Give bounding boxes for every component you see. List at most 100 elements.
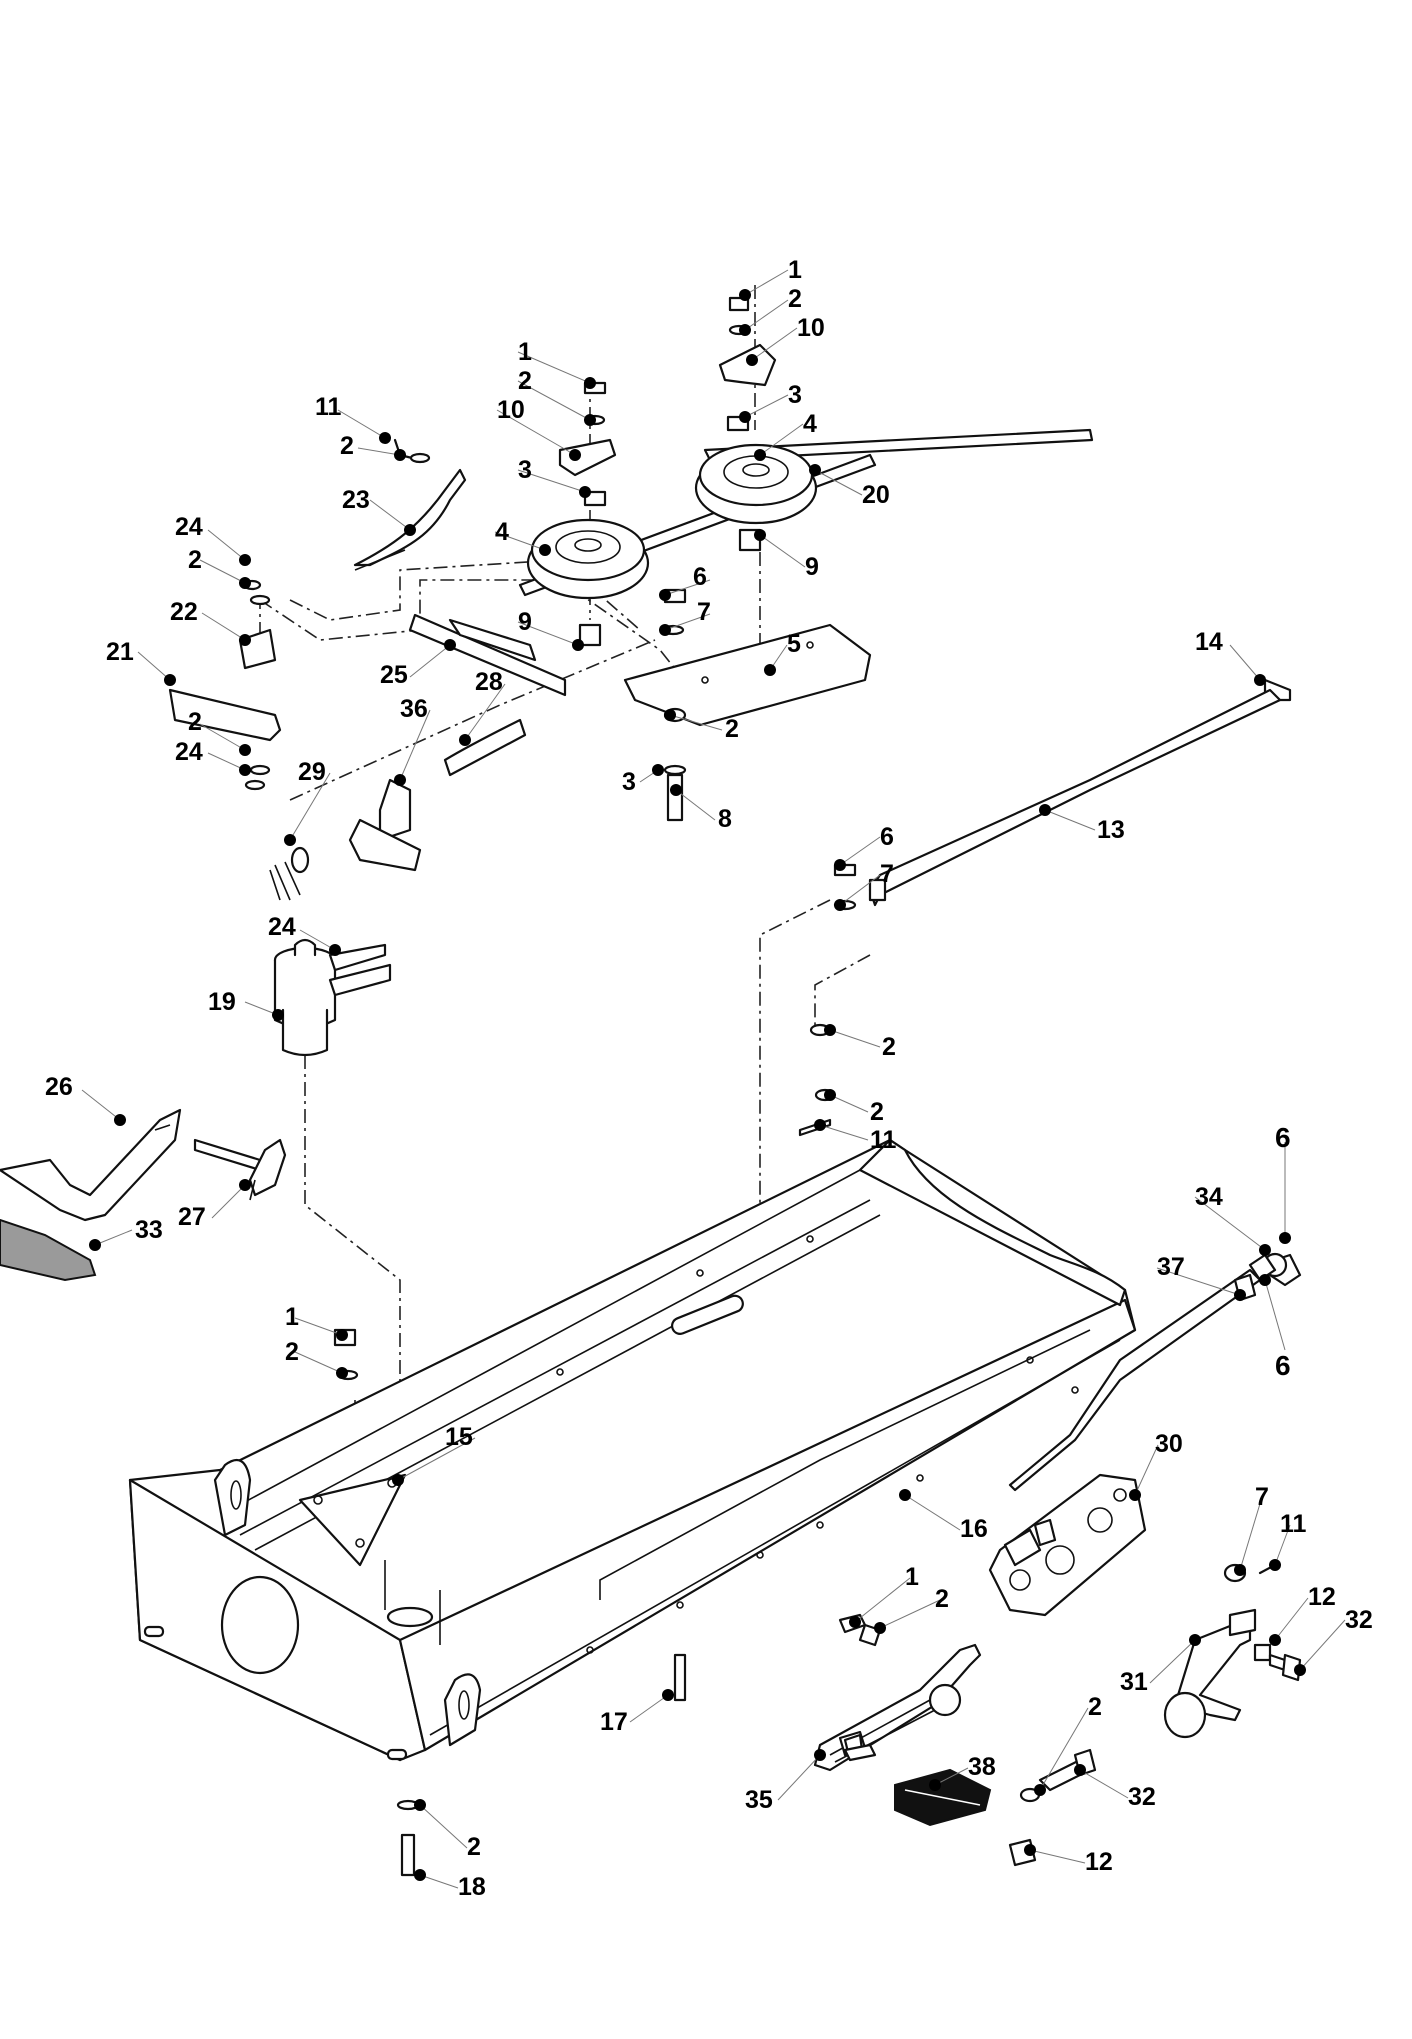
callout-2: 2 <box>285 1338 299 1366</box>
callout-10: 10 <box>497 396 525 424</box>
callout-32: 32 <box>1345 1606 1373 1634</box>
callout-dot <box>659 589 671 601</box>
callout-11: 11 <box>315 393 342 421</box>
callout-30: 30 <box>1155 1430 1183 1458</box>
callout-2: 2 <box>725 715 739 743</box>
callout-dot <box>404 524 416 536</box>
callout-dot <box>814 1119 826 1131</box>
leader-line <box>201 612 246 641</box>
callout-2: 2 <box>882 1033 896 1061</box>
callout-dot <box>336 1367 348 1379</box>
leader-line <box>751 327 798 361</box>
leader-line <box>199 559 246 584</box>
callout-6: 6 <box>1275 1122 1291 1153</box>
callout-2: 2 <box>518 367 532 395</box>
callout-dot <box>1024 1844 1036 1856</box>
callout-9: 9 <box>805 553 819 581</box>
leader-line <box>1229 644 1261 681</box>
callout-dot <box>164 674 176 686</box>
callout-11: 11 <box>870 1126 897 1154</box>
callout-dot <box>89 1239 101 1251</box>
callout-dot <box>1259 1274 1271 1286</box>
callout-6: 6 <box>693 563 707 591</box>
leader-line <box>409 644 451 678</box>
chassis-frame <box>128 1138 1137 1762</box>
leader-line <box>854 1577 911 1623</box>
callout-dot <box>1254 674 1266 686</box>
leader-line <box>1239 1496 1263 1571</box>
leader-line <box>1194 1196 1266 1251</box>
leader-line <box>759 423 804 456</box>
leader-line <box>299 929 336 951</box>
leader-line <box>744 299 789 331</box>
leader-line <box>1029 1849 1086 1864</box>
leader-line <box>777 1754 821 1801</box>
leader-line <box>1149 1639 1196 1684</box>
lower-hardware <box>298 1328 687 1877</box>
callout-13: 13 <box>1097 816 1125 844</box>
leader-line <box>207 529 246 561</box>
callout-6: 6 <box>1275 1350 1291 1381</box>
leader-line <box>829 1094 869 1113</box>
leader-line <box>419 1804 468 1849</box>
leader-line <box>464 683 506 741</box>
leader-line <box>517 380 591 421</box>
callout-dot <box>239 1179 251 1191</box>
callout-dot <box>664 709 676 721</box>
callout-dot <box>929 1779 941 1791</box>
callout-dot <box>824 1024 836 1036</box>
callout-dot <box>899 1489 911 1501</box>
callout-10: 10 <box>797 314 825 342</box>
leader-line <box>517 469 586 493</box>
callout-34: 34 <box>1195 1183 1223 1211</box>
callout-1: 1 <box>905 1563 919 1591</box>
callout-dot <box>284 834 296 846</box>
leader-line <box>1039 1707 1089 1791</box>
callout-7: 7 <box>1255 1483 1269 1511</box>
callout-27: 27 <box>178 1203 206 1231</box>
callout-4: 4 <box>495 518 509 546</box>
callout-dot <box>1189 1634 1201 1646</box>
callout-dot <box>239 577 251 589</box>
callout-dot <box>459 734 471 746</box>
callout-2: 2 <box>188 708 202 736</box>
idler-pulleys <box>518 428 1094 600</box>
callout-1: 1 <box>788 256 802 284</box>
leader-line <box>207 752 246 771</box>
callout-14: 14 <box>1195 628 1223 656</box>
callout-2: 2 <box>935 1585 949 1613</box>
callout-3: 3 <box>518 456 532 484</box>
callout-dot <box>1039 804 1051 816</box>
callout-3: 3 <box>788 381 802 409</box>
leader-line <box>211 1184 246 1219</box>
callout-4: 4 <box>803 410 817 438</box>
callout-28: 28 <box>475 668 503 696</box>
callout-dot <box>114 1114 126 1126</box>
leader-line <box>1134 1444 1159 1496</box>
callout-dot <box>569 449 581 461</box>
leader-line <box>419 1874 459 1889</box>
callout-dot <box>329 944 341 956</box>
callout-38: 38 <box>968 1753 996 1781</box>
callout-dot <box>652 764 664 776</box>
callout-3: 3 <box>622 768 636 796</box>
callout-dot <box>670 784 682 796</box>
callout-dot <box>764 664 776 676</box>
callout-2: 2 <box>188 546 202 574</box>
callout-5: 5 <box>787 630 801 658</box>
callout-6: 6 <box>880 823 894 851</box>
leader-line <box>934 1767 969 1786</box>
right-side-parts <box>813 1252 1302 1867</box>
callout-25: 25 <box>380 661 408 689</box>
callout-dot <box>584 414 596 426</box>
leader-line <box>839 874 881 906</box>
callout-2: 2 <box>788 285 802 313</box>
callout-11: 11 <box>1280 1510 1307 1538</box>
leader-line <box>1299 1619 1346 1671</box>
callout-12: 12 <box>1308 1583 1336 1611</box>
callout-19: 19 <box>208 988 236 1016</box>
callout-dot <box>1129 1489 1141 1501</box>
callout-dot <box>336 1329 348 1341</box>
callout-2: 2 <box>870 1098 884 1126</box>
